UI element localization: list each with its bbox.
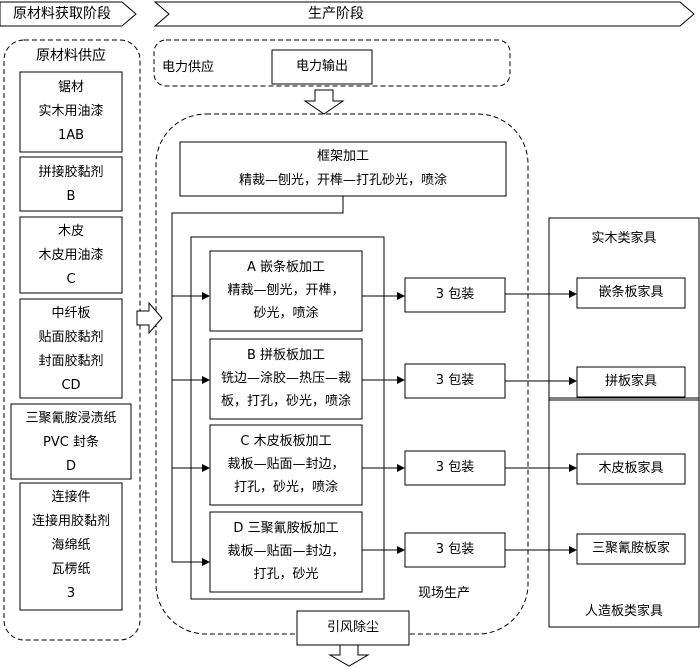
dust-down-arrow <box>328 644 370 667</box>
pack-box <box>404 363 506 399</box>
process-c-text: C 木皮板板加工 裁板—贴面—封边， 打孔，砂光，喷涂 <box>227 434 345 495</box>
product-label: 三聚氰胺板家 <box>591 541 670 556</box>
production-stage-label: 生产阶段 <box>308 6 364 22</box>
material-text: 拼接胶黏剂 B <box>38 165 104 204</box>
pack-box <box>404 277 506 313</box>
production-stage-banner <box>153 1 695 27</box>
material-box <box>10 403 132 480</box>
product-label: 木皮板家具 <box>598 461 664 476</box>
dust-removal-label: 引风除尘 <box>326 620 379 635</box>
power-output-box <box>271 49 373 85</box>
power-down-arrow <box>303 89 345 115</box>
material-text: 木皮 木皮用油漆 C <box>38 224 104 287</box>
product-box <box>576 533 686 565</box>
panel-category-label: 人造板类家具 <box>584 604 663 619</box>
raw-stage-banner <box>0 1 137 27</box>
process-b-text: B 拼板板加工 铣边—涂胶—热压—裁 板，打孔，砂光，喷涂 <box>220 348 351 409</box>
solid-wood-category-label: 实木类家具 <box>591 231 657 246</box>
process-box-d <box>209 511 363 593</box>
panel-category <box>548 397 700 628</box>
material-box <box>19 216 123 294</box>
frame-connector <box>171 196 344 562</box>
product-box <box>576 277 686 309</box>
power-supply-group <box>153 39 511 87</box>
material-text: 三聚氰胺浸渍纸 PVC 封条 D <box>25 411 117 474</box>
product-box <box>576 453 686 485</box>
power-output-label: 电力输出 <box>295 59 348 74</box>
material-box <box>19 482 123 611</box>
product-box <box>576 366 686 398</box>
product-label: 拼板家具 <box>604 374 657 389</box>
raw-supply-title: 原材料供应 <box>36 48 106 64</box>
process-box-a <box>209 250 363 332</box>
raw-to-production-arrow <box>136 301 163 335</box>
process-d-text: D 三聚氰胺板加工 裁板—贴面—封边， 打孔，砂光 <box>227 521 345 582</box>
dust-removal-box <box>296 610 410 646</box>
site-production-box <box>190 236 385 600</box>
material-text: 锯材 实木用油漆 1AB <box>38 80 104 143</box>
material-box <box>19 156 123 212</box>
frame-processing-box <box>179 141 507 197</box>
solid-wood-category <box>548 217 700 401</box>
pack-label: 3 包装 <box>435 287 475 302</box>
raw-stage-label: 原材料获取阶段 <box>13 6 111 22</box>
site-production-label: 现场生产 <box>417 586 470 601</box>
process-box-b <box>209 338 363 420</box>
process-a-text: A 嵌条板加工 精裁—刨光，开榫， 砂光，喷涂 <box>227 260 345 321</box>
material-text: 中纤板 贴面胶黏剂 封面胶黏剂 CD <box>38 306 104 393</box>
power-supply-label: 电力供应 <box>162 60 215 75</box>
product-label: 嵌条板家具 <box>598 285 664 300</box>
material-box <box>19 298 123 399</box>
raw-supply-group <box>3 39 141 641</box>
material-box <box>19 71 123 153</box>
pack-label: 3 包装 <box>435 460 475 475</box>
frame-processing-text: 框架加工 精裁—刨光，开榫—打孔砂光，喷涂 <box>238 149 447 188</box>
process-box-c <box>209 424 363 506</box>
pack-box <box>404 450 506 486</box>
material-text: 连接件 连接用胶黏剂 海绵纸 瓦楞纸 3 <box>31 490 110 601</box>
pack-label: 3 包装 <box>435 373 475 388</box>
pack-label: 3 包装 <box>435 542 475 557</box>
